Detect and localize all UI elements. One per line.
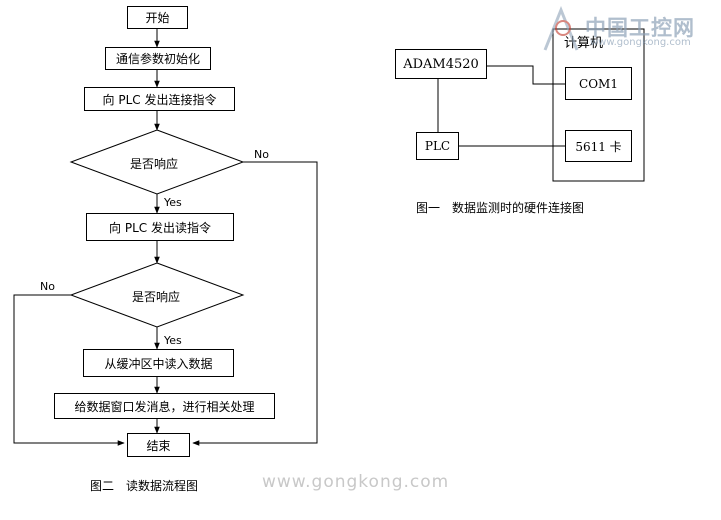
notify-box: 给数据窗口发消息，进行相关处理	[54, 393, 275, 419]
decision1-label: 是否响应	[130, 157, 179, 171]
init-box: 通信参数初始化	[105, 47, 211, 70]
yes-label-2: Yes	[164, 334, 182, 347]
no-label-1: No	[254, 148, 269, 161]
com1-box: COM1	[565, 67, 632, 100]
yes-label-1: Yes	[164, 196, 182, 209]
footer-watermark: www.gongkong.com	[262, 472, 450, 492]
logo-icon	[543, 6, 579, 51]
read-buffer-box: 从缓冲区中读入数据	[83, 349, 234, 377]
send-read-box: 向 PLC 发出读指令	[86, 213, 234, 241]
logo-text: 中国工控网	[585, 16, 695, 40]
no-branch-right	[192, 161, 318, 446]
no-branch-left	[13, 294, 125, 446]
no-label-2: No	[40, 280, 55, 293]
decision2-label: 是否响应	[132, 290, 181, 304]
hardware-caption: 图一 数据监测时的硬件连接图	[416, 201, 585, 215]
plc-box: PLC	[416, 132, 459, 160]
card-box: 5611 卡	[565, 130, 632, 162]
decision-diamond-2	[69, 262, 245, 328]
logo-url: www.gongkong.com	[590, 37, 691, 48]
link-adam-com1	[487, 65, 565, 85]
end-box: 结束	[127, 433, 190, 457]
send-link-box: 向 PLC 发出连接指令	[84, 87, 235, 111]
flowchart-caption: 图二 读数据流程图	[90, 479, 199, 493]
computer-frame	[552, 28, 645, 182]
start-box: 开始	[127, 6, 188, 29]
adam-box: ADAM4520	[395, 49, 487, 79]
decision-diamond-1	[69, 129, 245, 195]
